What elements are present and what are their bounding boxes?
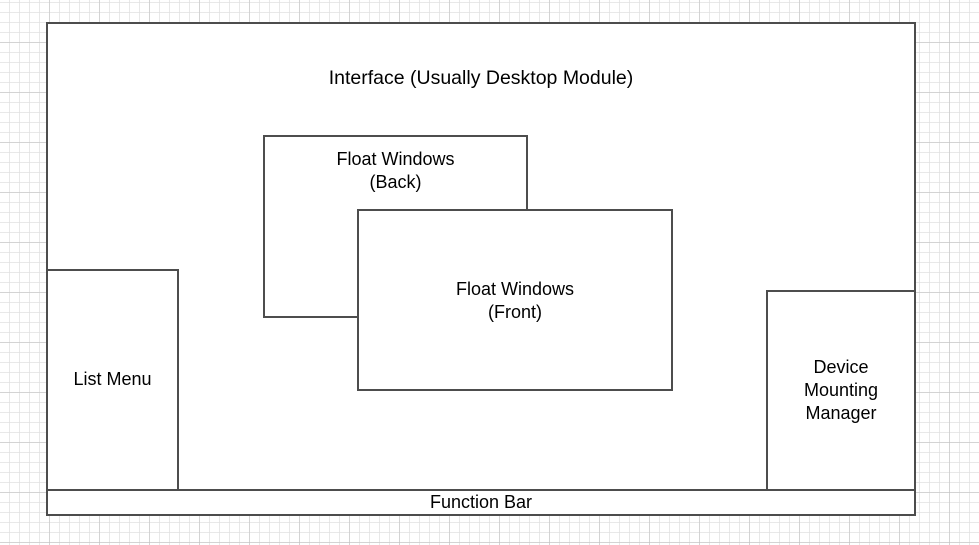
interface-container-label: Interface (Usually Desktop Module) bbox=[328, 67, 634, 89]
device-mounting-manager-label: Device Mounting Manager bbox=[803, 356, 879, 424]
list-menu-box[interactable]: List Menu bbox=[46, 269, 179, 491]
float-window-front-label: Float Windows (Front) bbox=[455, 278, 575, 322]
device-mounting-manager-box[interactable]: Device Mounting Manager bbox=[766, 290, 916, 491]
function-bar[interactable]: Function Bar bbox=[46, 489, 916, 516]
float-window-back-label: Float Windows (Back) bbox=[336, 149, 455, 193]
float-window-front-box[interactable]: Float Windows (Front) bbox=[357, 209, 673, 391]
function-bar-label: Function Bar bbox=[429, 491, 533, 512]
list-menu-label: List Menu bbox=[73, 369, 152, 390]
